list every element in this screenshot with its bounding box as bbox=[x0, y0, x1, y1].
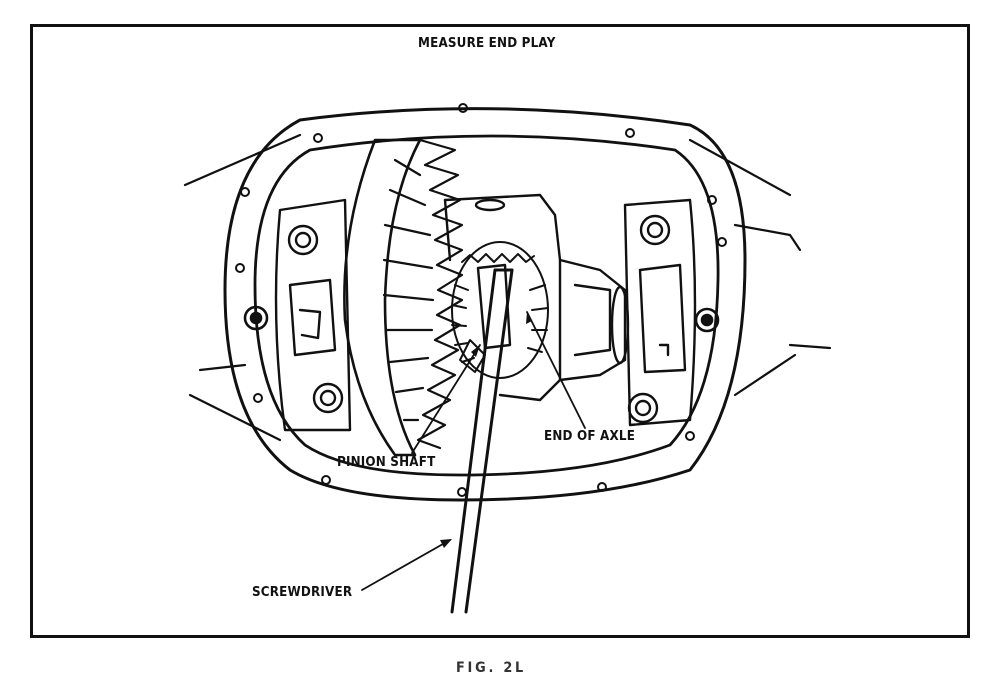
leader-screwdriver bbox=[361, 539, 451, 591]
axle-tube-right bbox=[688, 138, 832, 397]
large-bolt-heads bbox=[243, 305, 720, 333]
differential-case bbox=[443, 193, 630, 402]
pinion-shaft bbox=[476, 263, 512, 350]
label-end-of-axle: END OF AXLE bbox=[544, 429, 636, 444]
arrowhead-end-of-axle bbox=[526, 312, 532, 324]
diagram-title: MEASURE END PLAY bbox=[418, 36, 556, 51]
figure-caption: FIG. 2L bbox=[456, 660, 527, 676]
bearing-cap-right bbox=[623, 198, 697, 427]
differential-gears bbox=[451, 241, 549, 379]
label-pinion-shaft: PINION SHAFT bbox=[337, 455, 436, 470]
arrowhead-screwdriver bbox=[440, 539, 452, 548]
housing-inner-opening bbox=[253, 134, 720, 477]
leader-pinion-shaft bbox=[411, 344, 481, 454]
housing-outer-flange bbox=[223, 107, 747, 502]
screwdriver bbox=[450, 268, 514, 614]
cover-bolt-holes bbox=[235, 103, 727, 497]
bearing-cap-left bbox=[274, 198, 352, 432]
axle-tube-left bbox=[183, 133, 302, 442]
leader-end-of-axle bbox=[526, 311, 586, 429]
label-screwdriver: SCREWDRIVER bbox=[252, 585, 353, 600]
arrowhead-pinion-shaft bbox=[471, 345, 480, 357]
diagram-frame bbox=[30, 24, 970, 638]
